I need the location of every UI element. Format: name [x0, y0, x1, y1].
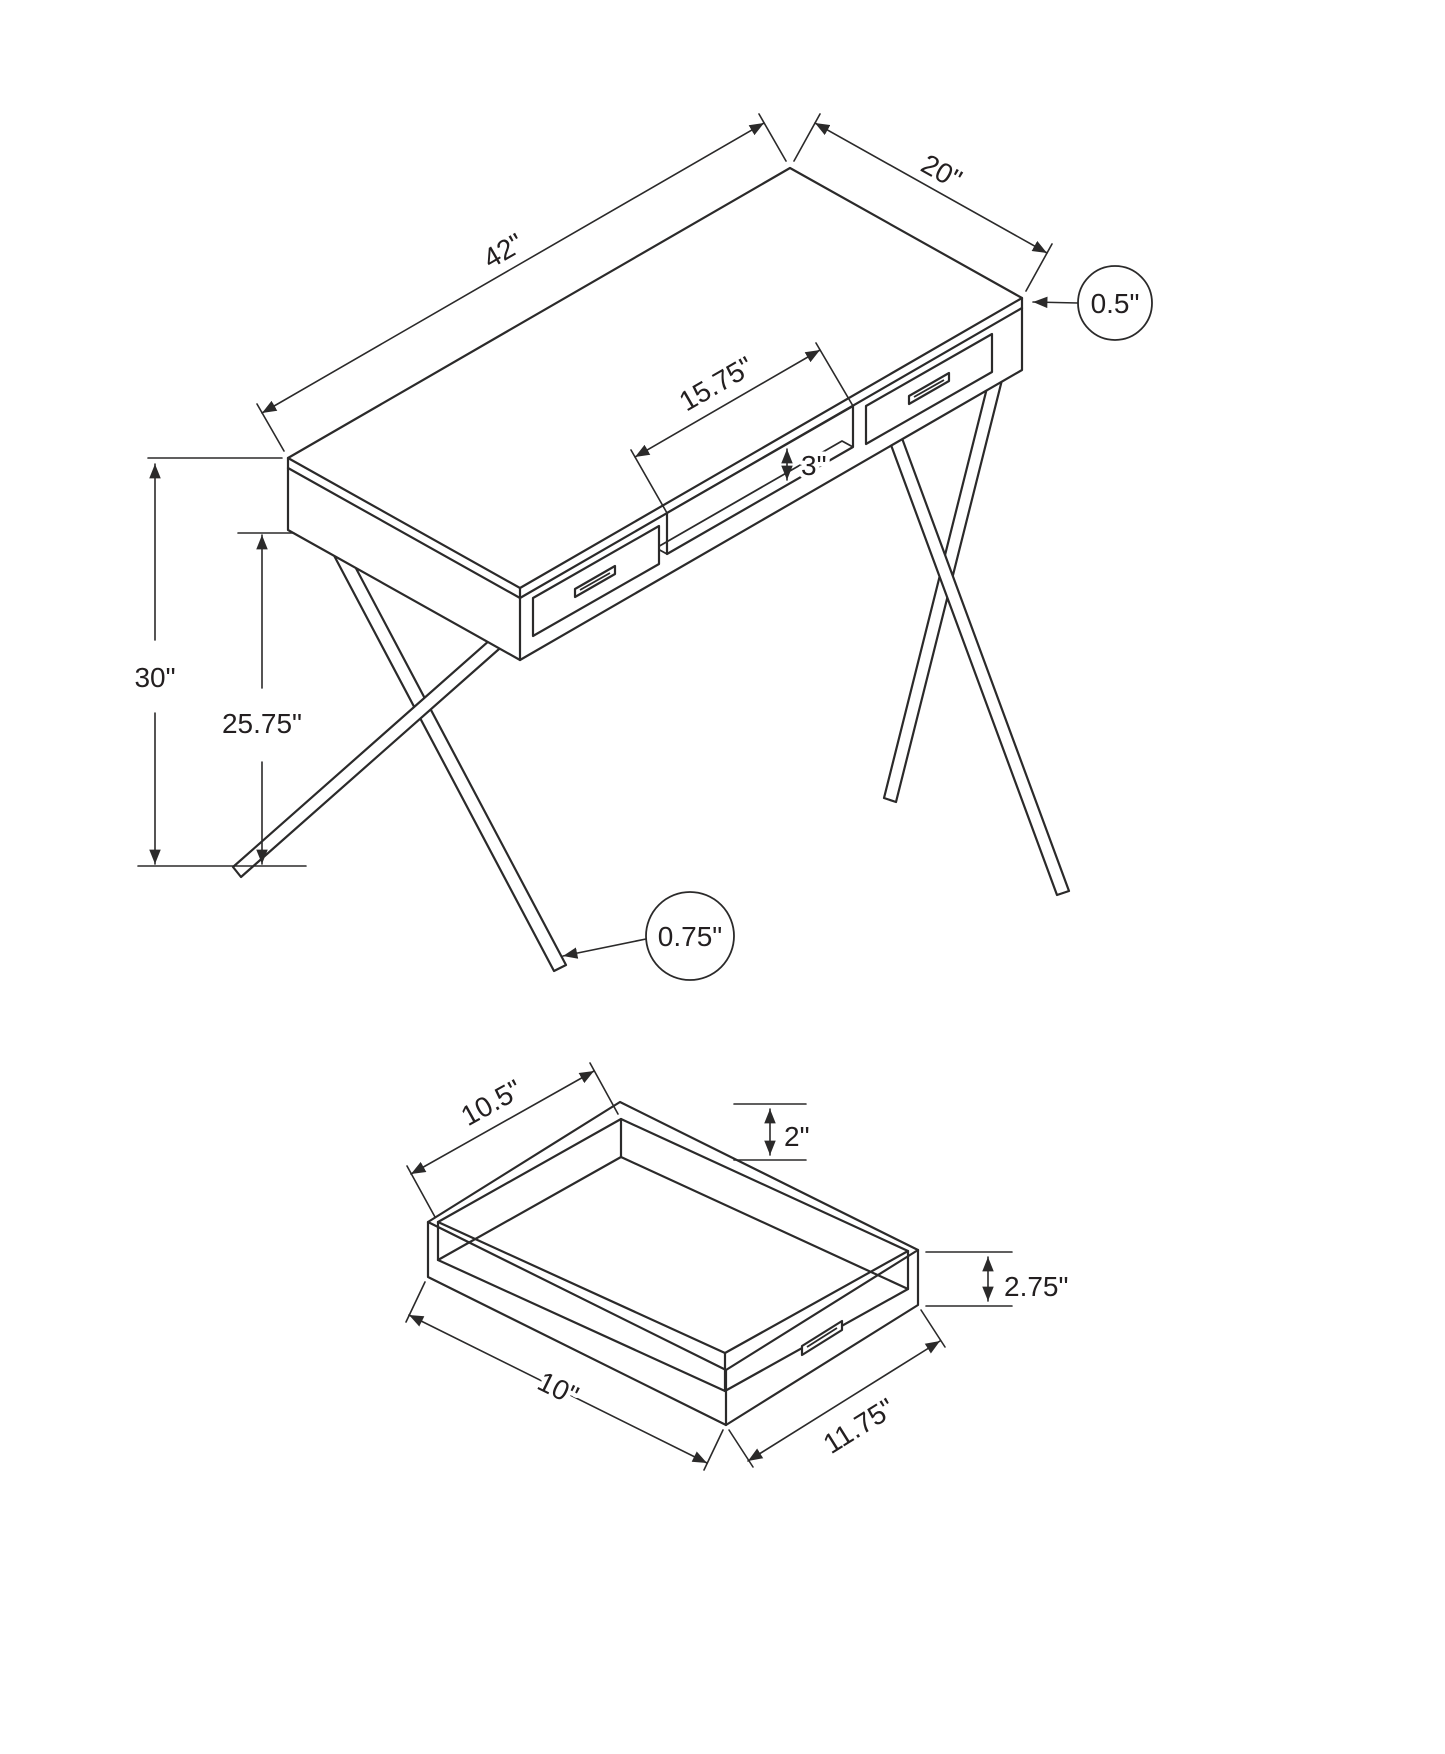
- left-leg-strut-front: [231, 630, 509, 879]
- extension-line: [630, 449, 668, 514]
- left-drawer-handle-detail: [579, 572, 611, 591]
- desk-top-depth-label: 20": [916, 148, 967, 195]
- callout-arrow: [562, 938, 647, 959]
- extension-line: [703, 1429, 724, 1471]
- top-thickness-label: 0.5": [1091, 288, 1140, 319]
- desk-top-thickness-line: [286, 306, 1024, 600]
- overall-height-label: 30": [134, 662, 175, 693]
- extension-line: [815, 342, 854, 407]
- drawer-front-width-label: 11.75": [818, 1392, 901, 1460]
- underside-clearance-label: 25.75": [222, 708, 302, 739]
- desk-isometric-view: 42" 20" 0.5" 15.75" 3": [134, 113, 1153, 981]
- extension-line: [793, 113, 821, 162]
- drawer-body: [426, 1100, 920, 1427]
- dim-drawer-outer-height: 2.75": [925, 1251, 1068, 1307]
- dimension-line: [634, 349, 821, 458]
- right-drawer-handle-detail: [913, 379, 945, 398]
- extension-line: [1025, 243, 1053, 292]
- drawer-inner-depth-label: 2": [784, 1121, 810, 1152]
- leg-thickness-label: 0.75": [658, 921, 722, 952]
- extension-line: [758, 113, 787, 162]
- dim-drawer-inner-depth: 2": [733, 1103, 814, 1161]
- callout-top-thickness: 0.5": [1032, 265, 1153, 341]
- extension-line: [728, 1429, 754, 1468]
- callout-leg-thickness: 0.75": [562, 891, 735, 981]
- drawer-side-length-label: 10": [533, 1366, 584, 1412]
- drawer-silhouette: [426, 1100, 920, 1427]
- dimension-line: [747, 1340, 941, 1462]
- extension-line: [589, 1062, 619, 1115]
- cubby-interior-lines: [655, 440, 854, 555]
- dim-cubby-height: 3": [781, 446, 831, 486]
- callout-arrow: [1032, 296, 1079, 309]
- dimension-line: [408, 1314, 708, 1464]
- extension-line: [256, 403, 285, 452]
- dim-overall-height: 30": [134, 457, 307, 867]
- callout-circle: [645, 891, 735, 981]
- drawer-outer-height-label: 2.75": [1004, 1271, 1068, 1302]
- drawer-isometric-view: 10.5" 2" 2.75" 10" 11.75": [405, 1062, 1068, 1471]
- desk-body: [286, 166, 1024, 662]
- dimension-line: [410, 1070, 595, 1175]
- drawer-inner-width-label: 10.5": [456, 1074, 527, 1132]
- drawer-inner-corner-lines: [436, 1117, 910, 1393]
- dim-underside-clearance: 25.75": [222, 532, 302, 865]
- dimension-line: [814, 122, 1048, 254]
- desk-left-drawer: [531, 524, 661, 638]
- dimension-line: [261, 122, 765, 414]
- extension-line: [920, 1309, 946, 1348]
- cubby-height-label: 3": [801, 450, 827, 481]
- desk-top-length-label: 42": [478, 227, 529, 274]
- extension-line: [405, 1281, 426, 1323]
- desk-right-drawer: [864, 332, 994, 446]
